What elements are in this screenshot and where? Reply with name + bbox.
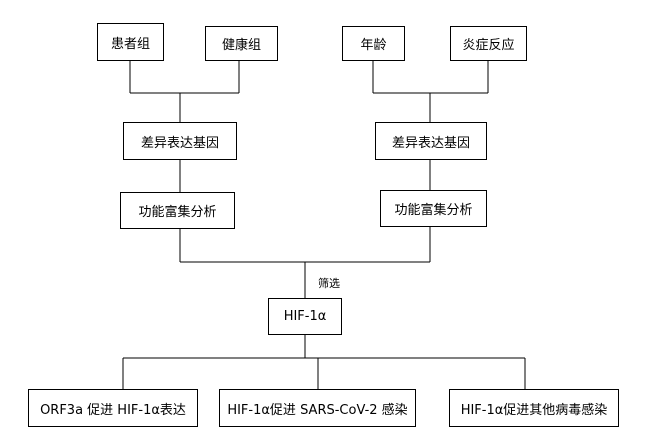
node-patient-group: 患者组	[97, 23, 164, 61]
node-age: 年龄	[342, 26, 405, 61]
node-hif-promotes-other-virus: HIF-1α促进其他病毒感染	[449, 389, 619, 427]
label-screening: 筛选	[318, 277, 340, 290]
node-healthy-group: 健康组	[205, 26, 278, 61]
node-inflammation: 炎症反应	[450, 26, 527, 61]
node-hif-1a: HIF-1α	[268, 298, 342, 335]
node-deg-left: 差异表达基因	[123, 122, 237, 160]
node-orf3a-promotes-hif: ORF3a 促进 HIF-1α表达	[28, 389, 198, 427]
node-enrichment-right: 功能富集分析	[380, 190, 487, 227]
node-deg-right: 差异表达基因	[375, 122, 487, 160]
node-hif-promotes-sars: HIF-1α促进 SARS-CoV-2 感染	[219, 389, 416, 427]
node-enrichment-left: 功能富集分析	[120, 192, 235, 229]
